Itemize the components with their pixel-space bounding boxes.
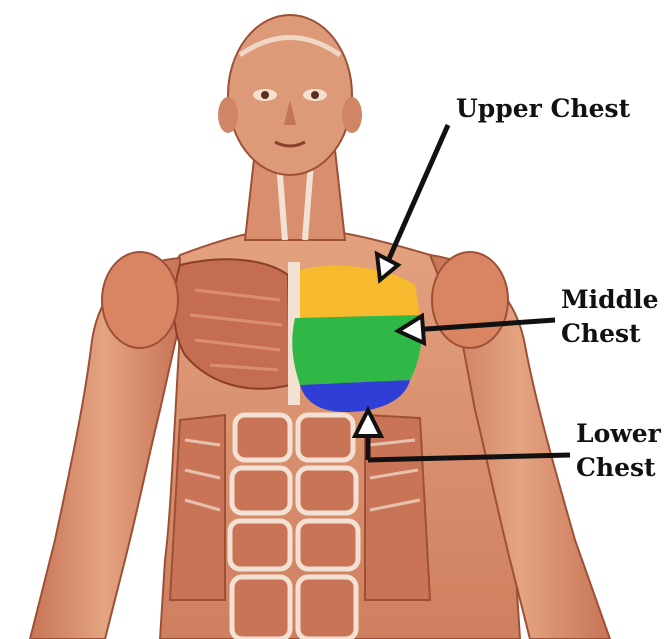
label-upper-chest: Upper Chest (456, 92, 630, 126)
middle-chest-region (292, 315, 421, 385)
label-middle-chest: Middle Chest (561, 283, 659, 351)
label-lower-chest: Lower Chest (576, 417, 661, 485)
arrow-upper (385, 125, 448, 268)
